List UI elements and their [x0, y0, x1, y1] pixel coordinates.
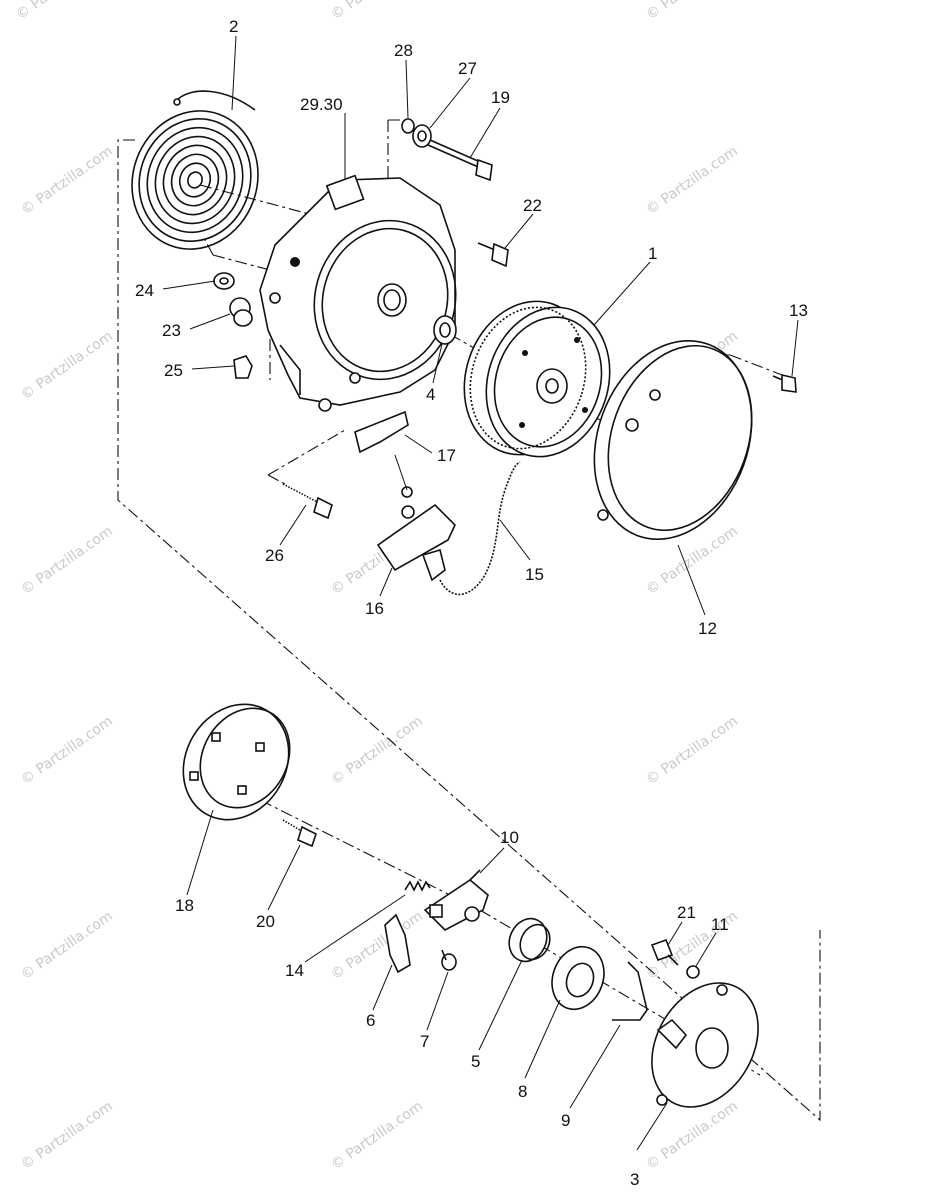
spring-14-part	[404, 880, 431, 892]
bolt-26-part	[282, 483, 333, 520]
callout-19: 19	[491, 88, 510, 107]
callout-3: 3	[630, 1170, 639, 1189]
callout-20: 20	[256, 912, 275, 931]
watermark-text: © Partzilla.com	[328, 908, 426, 983]
handle-16-part	[376, 454, 456, 582]
drum-18-part	[182, 703, 291, 821]
cover-12-part	[593, 339, 753, 541]
watermark-text: © Partzilla.com	[18, 328, 116, 403]
callout-27: 27	[458, 59, 477, 78]
leader-lines	[162, 35, 799, 1151]
starter-housing-part	[259, 174, 457, 412]
callout-17: 17	[437, 446, 456, 465]
callout-4: 4	[426, 385, 435, 404]
watermark-text: © Partzilla.com	[18, 713, 116, 788]
plate-3-part	[651, 982, 759, 1108]
washer-4-part	[433, 315, 457, 345]
callout-11: 11	[711, 915, 729, 934]
clip-9-part	[612, 961, 648, 1021]
washer-24-part	[213, 272, 235, 290]
callout-7: 7	[420, 1032, 429, 1051]
watermark-text: © Partzilla.com	[13, 0, 111, 23]
callout-24: 24	[135, 281, 154, 300]
callout-21: 21	[677, 903, 696, 922]
bolt-19-part	[427, 139, 493, 182]
pin-7-part	[441, 949, 457, 971]
bolt-22-part	[477, 242, 509, 268]
bushing-5-part	[508, 917, 551, 963]
screw-20-part	[282, 819, 317, 848]
nut-23-part	[229, 297, 253, 327]
callout-12: 12	[698, 619, 717, 638]
watermark-text: © Partzilla.com	[328, 0, 426, 23]
watermark-text: © Partzilla.com	[18, 523, 116, 598]
watermark-text: © Partzilla.com	[643, 1098, 741, 1173]
callout-9: 9	[561, 1111, 570, 1130]
callout-23: 23	[162, 321, 181, 340]
pawl-6-part	[384, 913, 411, 974]
callout-8: 8	[518, 1082, 527, 1101]
watermark-text: © Partzilla.com	[643, 713, 741, 788]
watermark-text: © Partzilla.com	[18, 1098, 116, 1173]
callout-15: 15	[525, 565, 544, 584]
callout-26: 26	[265, 546, 284, 565]
callout-5: 5	[471, 1052, 480, 1071]
pulley-1-part	[463, 300, 611, 458]
watermark-text: © Partzilla.com	[18, 143, 116, 218]
callout-13: 13	[789, 301, 808, 320]
watermark-text: © Partzilla.com	[643, 143, 741, 218]
bolt-21-part	[650, 938, 679, 966]
callout-29-30: 29.30	[300, 95, 343, 114]
nut-28-part	[401, 118, 415, 134]
callout-18: 18	[175, 896, 194, 915]
callout-14: 14	[285, 961, 304, 980]
plate-17-part	[354, 410, 409, 454]
callout-16: 16	[365, 599, 384, 618]
callout-10: 10	[500, 828, 519, 847]
callout-2: 2	[229, 17, 238, 36]
callout-25: 25	[164, 361, 183, 380]
washer-27-part	[412, 124, 432, 148]
watermark-text: © Partzilla.com	[18, 908, 116, 983]
callout-1: 1	[648, 244, 657, 263]
rope-15-part	[439, 461, 521, 596]
recoil-spring-part	[131, 90, 259, 250]
watermark-text: © Partzilla.com	[328, 713, 426, 788]
washer-8-part	[551, 945, 605, 1011]
washer-11-part	[686, 965, 700, 979]
watermark-text: © Partzilla.com	[328, 1098, 426, 1173]
callout-22: 22	[523, 196, 542, 215]
nut-25-part	[233, 355, 253, 379]
bolt-13-part	[772, 373, 797, 393]
callout-28: 28	[394, 41, 413, 60]
watermark-layer: © Partzilla.com © Partzilla.com © Partzi…	[13, 0, 741, 1173]
callout-labels: 2 29.30 28 27 19 22 1 13 24 23 25 4 17 1…	[135, 17, 808, 1189]
pawl-10-part	[423, 869, 489, 931]
callout-6: 6	[366, 1011, 375, 1030]
watermark-text: © Partzilla.com	[643, 0, 741, 23]
